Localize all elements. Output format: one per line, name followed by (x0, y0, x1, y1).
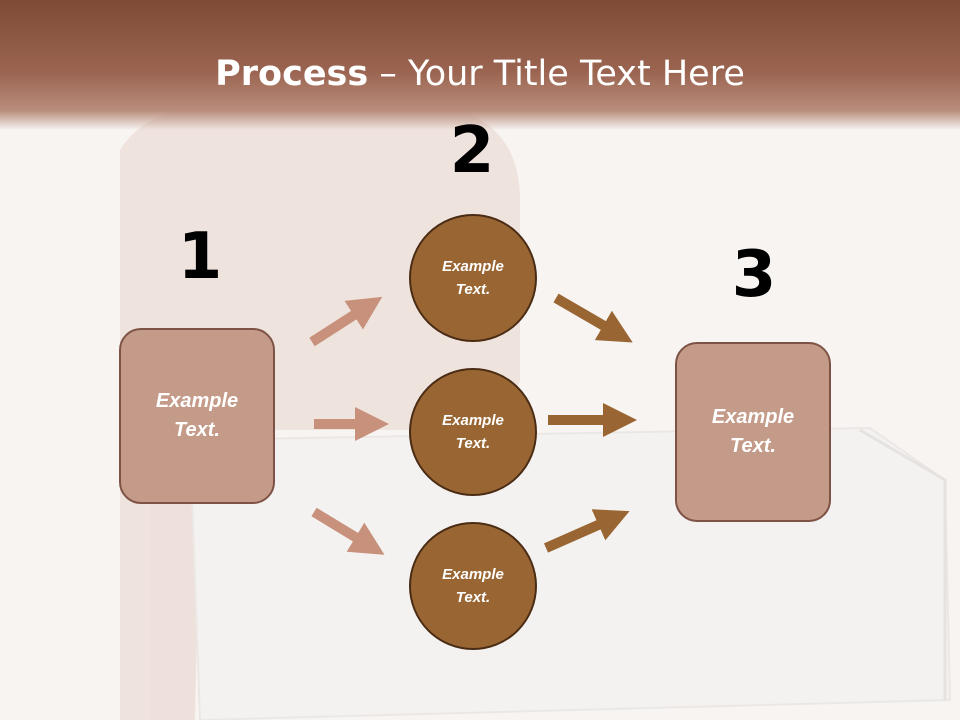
circle-bottom-label: Example Text. (442, 566, 504, 606)
step-3-box: Example Text. (675, 342, 831, 522)
circle-top-label: Example Text. (442, 258, 504, 298)
step-3-label: Example Text. (711, 406, 795, 457)
step-2-circle-middle: Example Text. (409, 368, 537, 496)
arrow-1-to-bottom (311, 507, 385, 555)
arrow-top-to-3 (553, 293, 633, 343)
title-rest: – Your Title Text Here (368, 54, 745, 94)
step-number-3: 3 (731, 238, 777, 312)
arrow-bottom-to-3 (543, 509, 630, 553)
step-2-circle-bottom: Example Text. (409, 522, 537, 650)
step-1-label: Example Text. (155, 390, 239, 441)
step-number-2: 2 (449, 114, 495, 188)
step-number-1: 1 (177, 220, 223, 294)
slide-title: Process – Your Title Text Here (0, 52, 960, 96)
title-bold: Process (215, 54, 369, 94)
step-2-circle-top: Example Text. (409, 214, 537, 342)
step-1-box: Example Text. (119, 328, 275, 504)
arrow-1-to-top (309, 296, 383, 347)
circle-middle-label: Example Text. (442, 412, 504, 452)
title-bar (0, 0, 960, 130)
